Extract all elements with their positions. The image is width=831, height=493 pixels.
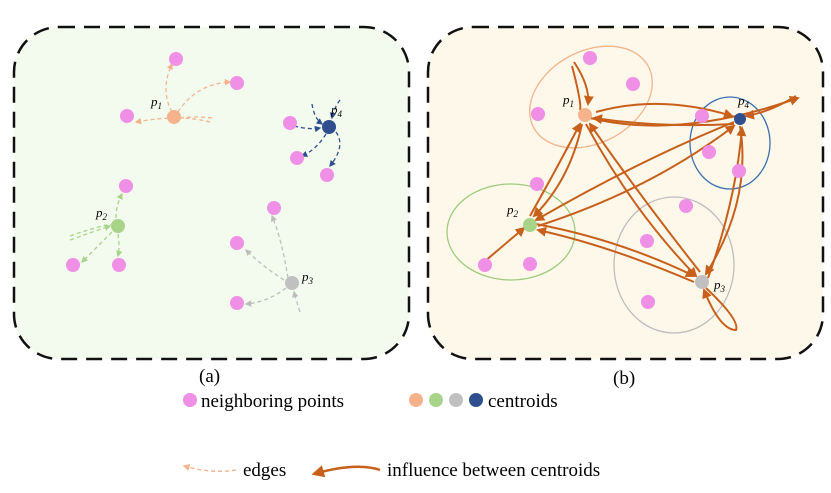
neighbor-point [230, 76, 244, 90]
neighbor-point [320, 168, 334, 182]
centroid-p1-a [167, 110, 181, 124]
panel-b-frame [426, 25, 825, 361]
label-p1-b: p1 [562, 92, 574, 109]
label-p3-a: p3 [301, 269, 314, 286]
neighbor-point [679, 199, 693, 213]
legend-centroid-dot-p4 [469, 393, 483, 407]
centroid-p3-a [285, 276, 299, 290]
neighbor-point [695, 109, 709, 123]
neighbor-point [290, 151, 304, 165]
neighbor-point [530, 177, 544, 191]
legend-neighboring-points-label: neighboring points [201, 391, 344, 412]
legend-edge-arrow [182, 464, 237, 473]
neighbor-point [732, 164, 746, 178]
neighbor-point [640, 234, 654, 248]
legend-centroid-dot-p1 [409, 393, 423, 407]
label-p2-b: p2 [506, 202, 519, 219]
neighbor-point [66, 258, 80, 272]
caption-a: (a) [199, 366, 220, 387]
centroid-p4-b [734, 113, 746, 125]
label-p4-b: p4 [737, 93, 750, 110]
edges-p1 [134, 62, 232, 125]
neighbor-point [267, 201, 281, 215]
edges-p2 [69, 192, 123, 263]
neighbors-a [66, 52, 334, 310]
legend-centroids-label: centroids [488, 391, 558, 412]
centroid-p3-b [695, 275, 709, 289]
centroid-p1-b [578, 108, 592, 122]
label-p4-a: p4 [330, 102, 343, 119]
legend-influence-label: influence between centroids [387, 460, 600, 481]
legend-centroid-dot-p2 [429, 393, 443, 407]
neighbor-point [283, 116, 297, 130]
neighbor-point [112, 258, 126, 272]
centroid-p2-a [111, 219, 125, 233]
neighbor-point [230, 296, 244, 310]
panel-a-frame [12, 25, 411, 361]
cluster-ellipse-p3 [613, 196, 735, 334]
centroid-p4-a [322, 120, 336, 134]
neighbor-point [230, 236, 244, 250]
panel-b: p1 p4 p2 p3 (b) [426, 25, 825, 389]
neighbors-b [478, 51, 746, 309]
neighbor-point [169, 52, 183, 66]
panel-a: p1 p4 p2 p3 (a) [12, 25, 411, 387]
legend: neighboring points centroids edges influ… [182, 391, 600, 481]
influence-arrows [483, 61, 800, 332]
label-p2-a: p2 [95, 205, 108, 222]
caption-b: (b) [613, 368, 635, 389]
label-p1-a: p1 [150, 94, 162, 111]
cluster-ellipse-p1 [529, 45, 653, 149]
legend-centroid-dot-p3 [449, 393, 463, 407]
edges-p3 [244, 214, 301, 313]
legend-edges-label: edges [243, 460, 286, 481]
neighbor-point [626, 77, 640, 91]
neighbor-point [119, 179, 133, 193]
centroid-p2-b [523, 218, 537, 232]
edges-p4 [293, 99, 341, 168]
neighbor-point [531, 107, 545, 121]
neighbor-point [583, 51, 597, 65]
neighbor-point [478, 258, 492, 272]
legend-neighbor-dot [183, 393, 197, 407]
neighbor-point [523, 257, 537, 271]
neighbor-point [120, 109, 134, 123]
legend-influence-arrow [311, 465, 381, 478]
neighbor-point [702, 145, 716, 159]
label-p3-b: p3 [713, 277, 726, 294]
neighbor-point [641, 295, 655, 309]
cluster-ellipse-p4 [689, 96, 771, 190]
